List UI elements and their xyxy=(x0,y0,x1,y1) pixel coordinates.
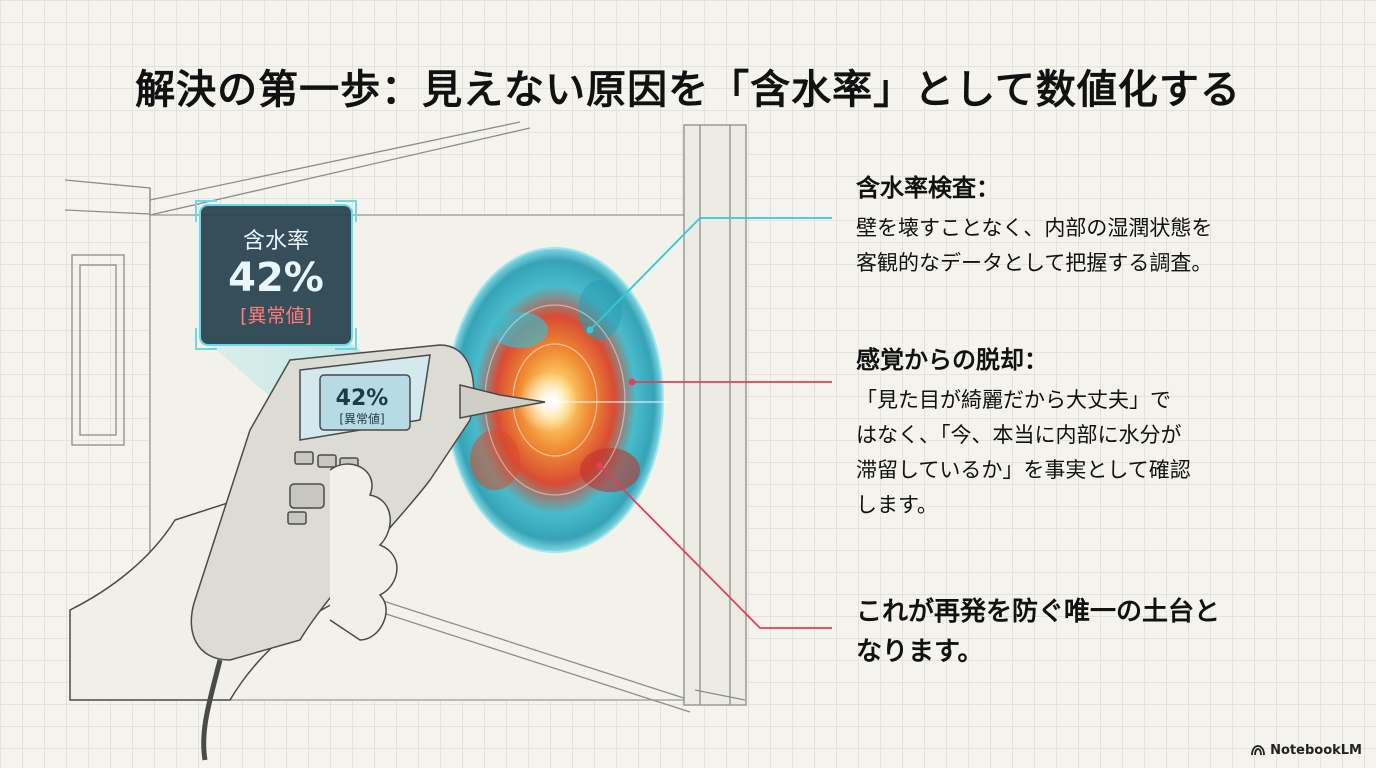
meter-overlay-panel xyxy=(195,200,357,350)
block-line: なります。 xyxy=(856,637,984,667)
brand-watermark: NotebookLM xyxy=(1251,743,1362,758)
block-heading: 感覚からの脱却： xyxy=(856,346,1048,374)
page-title: 解決の第一歩：見えない原因を「含水率」として数値化する xyxy=(135,66,1241,113)
leader-lines xyxy=(586,217,832,629)
block-moisture-inspection: 含水率検査： 壁を壊すことなく、内部の湿潤状態を 客観的なデータとして把握する調… xyxy=(856,168,1326,281)
block-line: します。 xyxy=(856,493,938,517)
overlay-value: 42% xyxy=(228,255,324,301)
block-conclusion: これが再発を防ぐ唯一の土台と なります。 xyxy=(856,592,1326,672)
device-screen: 42% [異常値] xyxy=(322,388,402,427)
overlay-label: 含水率 xyxy=(242,229,309,254)
meter-overlay: 含水率 42% [異常値] xyxy=(200,205,352,345)
device-screen-status: [異常値] xyxy=(339,412,385,426)
block-line: 客観的なデータとして把握する調査。 xyxy=(856,251,1213,275)
block-line: 滞留しているか」を事実として確認 xyxy=(856,458,1191,482)
block-escape-intuition: 感覚からの脱却： 「見た目が綺麗だから大丈夫」で はなく、「今、本当に内部に水分… xyxy=(856,340,1326,523)
block-line: 壁を壊すことなく、内部の湿潤状態を xyxy=(856,216,1213,240)
block-line: これが再発を防ぐ唯一の土台と xyxy=(856,597,1221,627)
moisture-meter-device xyxy=(69,344,546,761)
block-heading: 含水率検査： xyxy=(856,174,1000,202)
block-line: はなく、「今、本当に内部に水分が xyxy=(856,423,1182,447)
overlay-status: [異常値] xyxy=(240,305,312,327)
device-screen-value: 42% xyxy=(335,386,389,411)
notebooklm-logo-icon xyxy=(1251,745,1266,756)
brand-name: NotebookLM xyxy=(1270,743,1362,758)
block-line: 「見た目が綺麗だから大丈夫」で xyxy=(856,388,1171,412)
